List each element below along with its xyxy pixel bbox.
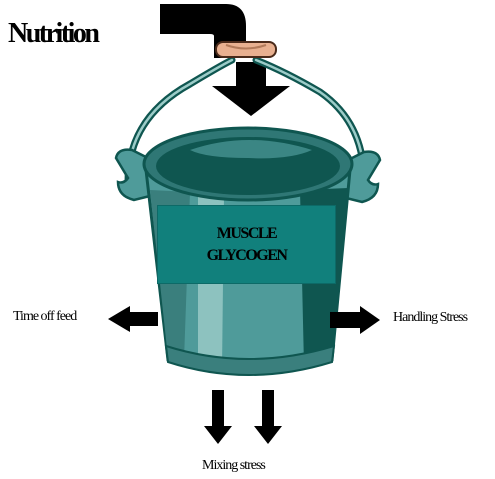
box-line-2: GLYCOGEN — [207, 245, 287, 267]
bottom-outflow-arrow-left-icon — [204, 390, 232, 444]
bottom-outflow-arrow-right-icon — [254, 390, 282, 444]
handling-stress-label: Handling Stress — [393, 310, 467, 326]
muscle-glycogen-box: MUSCLE GLYCOGEN — [157, 205, 336, 284]
diagram-title: Nutrition — [8, 18, 98, 50]
left-outflow-arrow-icon — [108, 306, 158, 332]
time-off-feed-label: Time off feed — [13, 309, 76, 325]
mixing-stress-label: Mixing stress — [202, 458, 265, 474]
box-line-1: MUSCLE — [217, 223, 276, 245]
